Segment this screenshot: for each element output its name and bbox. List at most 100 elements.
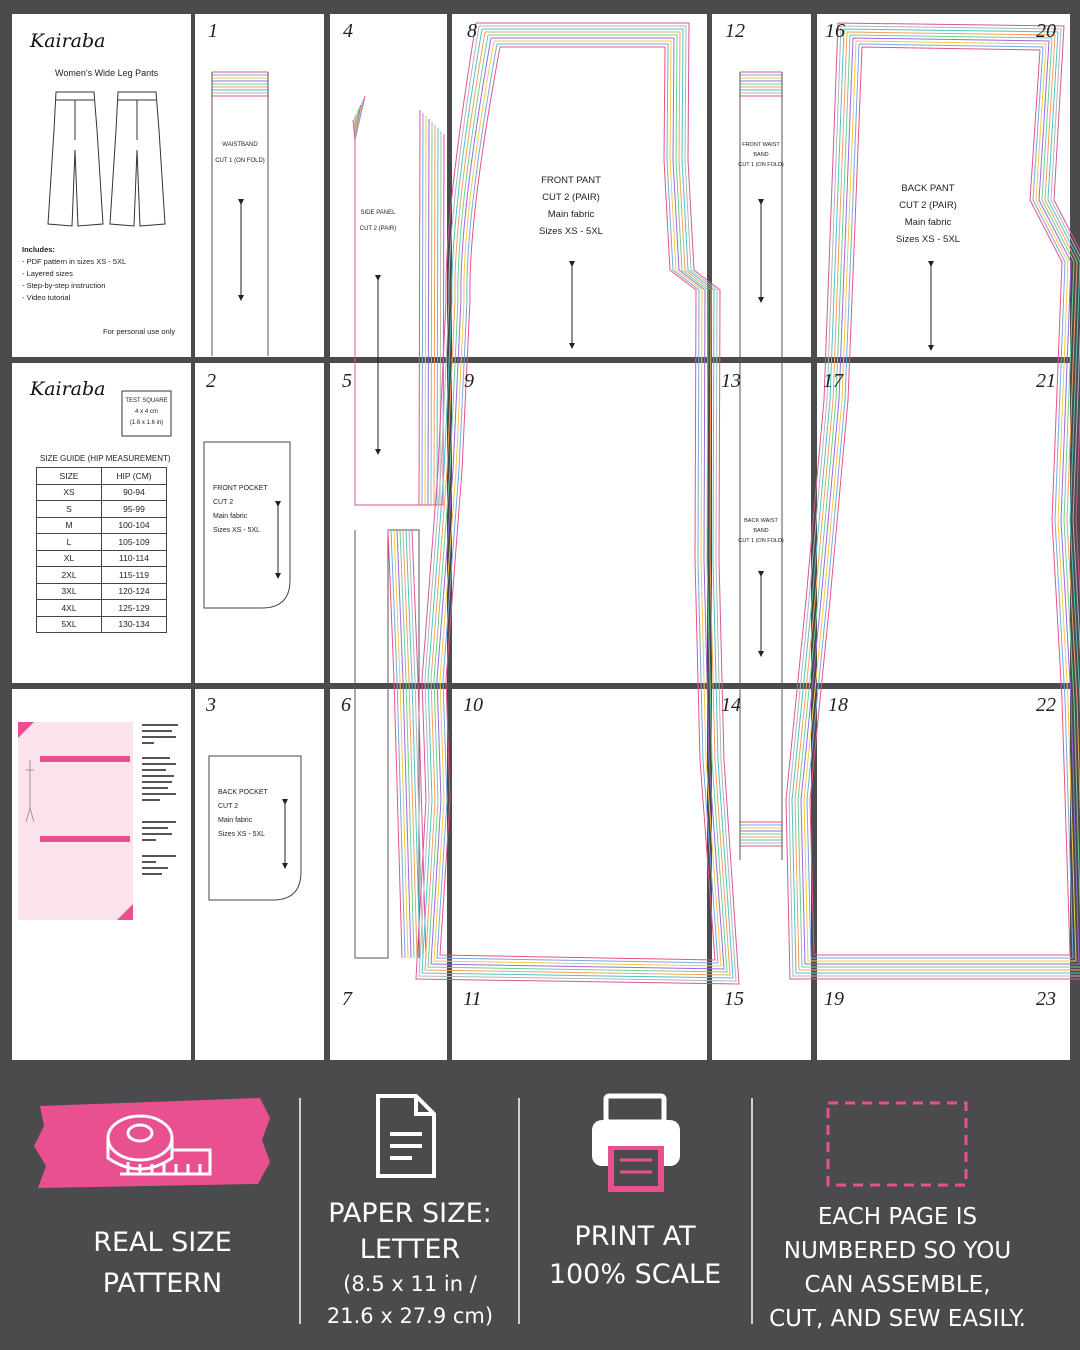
label-line: CUT 2 (PAIR) [359, 226, 397, 232]
page-number: 2 [206, 370, 216, 392]
label-line: CUT 1 (ON FOLD) [738, 162, 784, 168]
page-number: 3 [206, 694, 216, 716]
page-number: 12 [725, 20, 745, 42]
label-line: BAND [753, 528, 769, 534]
label-line: BACK PANT [901, 183, 955, 194]
page-number: 5 [342, 370, 352, 392]
page-number: 4 [343, 20, 353, 42]
test-square [121, 390, 172, 437]
front-pant-line [427, 34, 728, 973]
page-number: 21 [1036, 370, 1056, 392]
label-line: Main fabric [218, 817, 253, 824]
page-number: 9 [464, 370, 474, 392]
test-square-label: TEST SQUARE 4 x 4 cm (1.6 x 1.6 in) [122, 396, 171, 429]
includes-item: - Video tutorial [22, 293, 71, 302]
back-pant-line [788, 25, 1080, 977]
pattern-page [195, 363, 324, 683]
cover-page [12, 14, 191, 357]
feature-paper-size: PAPER SIZE: LETTER (8.5 x 11 in / 21.6 x… [305, 1196, 515, 1332]
page-number: 18 [828, 694, 848, 716]
waistband-label: WAISTBAND CUT 1 (ON FOLD) [205, 140, 275, 166]
back-pant-line [803, 40, 1077, 962]
side-panel-line [393, 529, 409, 959]
page-number: 14 [721, 694, 741, 716]
front-pant-label: FRONT PANT CUT 2 (PAIR) Main fabric Size… [521, 172, 621, 240]
feature-real-size: REAL SIZE PATTERN [40, 1222, 285, 1304]
label-line: FRONT POCKET [213, 485, 268, 492]
measurement-chart-thumbnail [18, 722, 133, 920]
table-cell: 130-134 [101, 615, 167, 633]
front-pant-line [439, 46, 716, 961]
label-line: FRONT PANT [541, 175, 601, 186]
feature-line: REAL SIZE [93, 1227, 232, 1258]
pattern-page [452, 689, 707, 1060]
label-line: CUT 2 (PAIR) [899, 200, 957, 211]
label-line: CUT 2 [213, 499, 234, 506]
label-line: Sizes XS - 5XL [539, 226, 603, 237]
feature-line: PATTERN [102, 1268, 223, 1299]
pants-sketch [47, 91, 166, 227]
page-number: 17 [823, 370, 843, 392]
personal-use-note: For personal use only [103, 327, 176, 336]
dashed-page-icon [826, 1101, 968, 1187]
label-line: Main fabric [213, 513, 248, 520]
page-number: 8 [467, 20, 477, 42]
page-number: 6 [341, 694, 351, 716]
page-number: 19 [824, 988, 844, 1010]
page-number: 20 [1036, 20, 1056, 42]
page-number: 22 [1036, 694, 1056, 716]
back-pant-line [809, 46, 1071, 956]
front-pant-line [415, 22, 740, 985]
label-line: Main fabric [547, 209, 595, 220]
label-line: BACK POCKET [218, 789, 268, 796]
page-number: 15 [724, 988, 744, 1010]
back-pant-line [806, 43, 1074, 959]
label-line: Sizes XS - 5XL [896, 234, 960, 245]
front-pant-line [418, 25, 737, 982]
side-panel-line [405, 529, 421, 959]
page-number: 10 [463, 694, 483, 716]
pattern-pieces [18, 22, 1080, 985]
pattern-page [817, 363, 1070, 683]
test-square-line: (1.6 x 1.6 in) [129, 420, 164, 426]
page-number: 11 [463, 988, 482, 1010]
page-number: 13 [721, 370, 741, 392]
size-guide-title: SIZE GUIDE (HIP MEASUREMENT) [40, 454, 171, 463]
back-pant-line [791, 28, 1080, 974]
label-line: Main fabric [904, 217, 952, 228]
label-line: CUT 2 [218, 803, 239, 810]
side-panel-line [411, 529, 427, 959]
feature-line: CUT, AND SEW EASILY. [769, 1306, 1026, 1332]
feature-line: PAPER SIZE: [328, 1198, 492, 1229]
divider [751, 1098, 753, 1324]
pattern-page [330, 14, 447, 357]
piece-outline [354, 529, 420, 959]
pattern-page [817, 689, 1070, 1060]
front-pocket-outline [203, 441, 291, 609]
back-pant-label: BACK PANT CUT 2 (PAIR) Main fabric Sizes… [878, 180, 978, 248]
side-panel-line [408, 529, 424, 959]
back-pant-line [785, 22, 1080, 980]
includes-item: - Layered sizes [22, 269, 73, 278]
cover-title: Women's Wide Leg Pants [55, 68, 159, 78]
feature-line: PRINT AT [574, 1221, 696, 1252]
label-line: BACK WAIST [744, 518, 778, 524]
label-line: SIDE PANEL [360, 210, 396, 216]
label-line: BAND [753, 152, 769, 158]
side-panel-line [390, 529, 406, 959]
label-line: Sizes XS - 5XL [213, 527, 261, 534]
label-line: CUT 1 (ON FOLD) [215, 158, 265, 164]
front-pocket-label: FRONT POCKET CUT 2 Main fabric Sizes XS … [213, 482, 273, 538]
feature-line: EACH PAGE IS [817, 1204, 978, 1230]
label-line: CUT 2 (PAIR) [542, 192, 600, 203]
label-line: FRONT WAIST [742, 142, 780, 148]
page-number: 1 [208, 20, 218, 42]
feature-line: 21.6 x 27.9 cm) [326, 1304, 494, 1328]
label-line: WAISTBAND [222, 142, 258, 148]
pattern-page [195, 689, 324, 1060]
includes-item: - PDF pattern in sizes XS - 5XL [22, 257, 127, 266]
